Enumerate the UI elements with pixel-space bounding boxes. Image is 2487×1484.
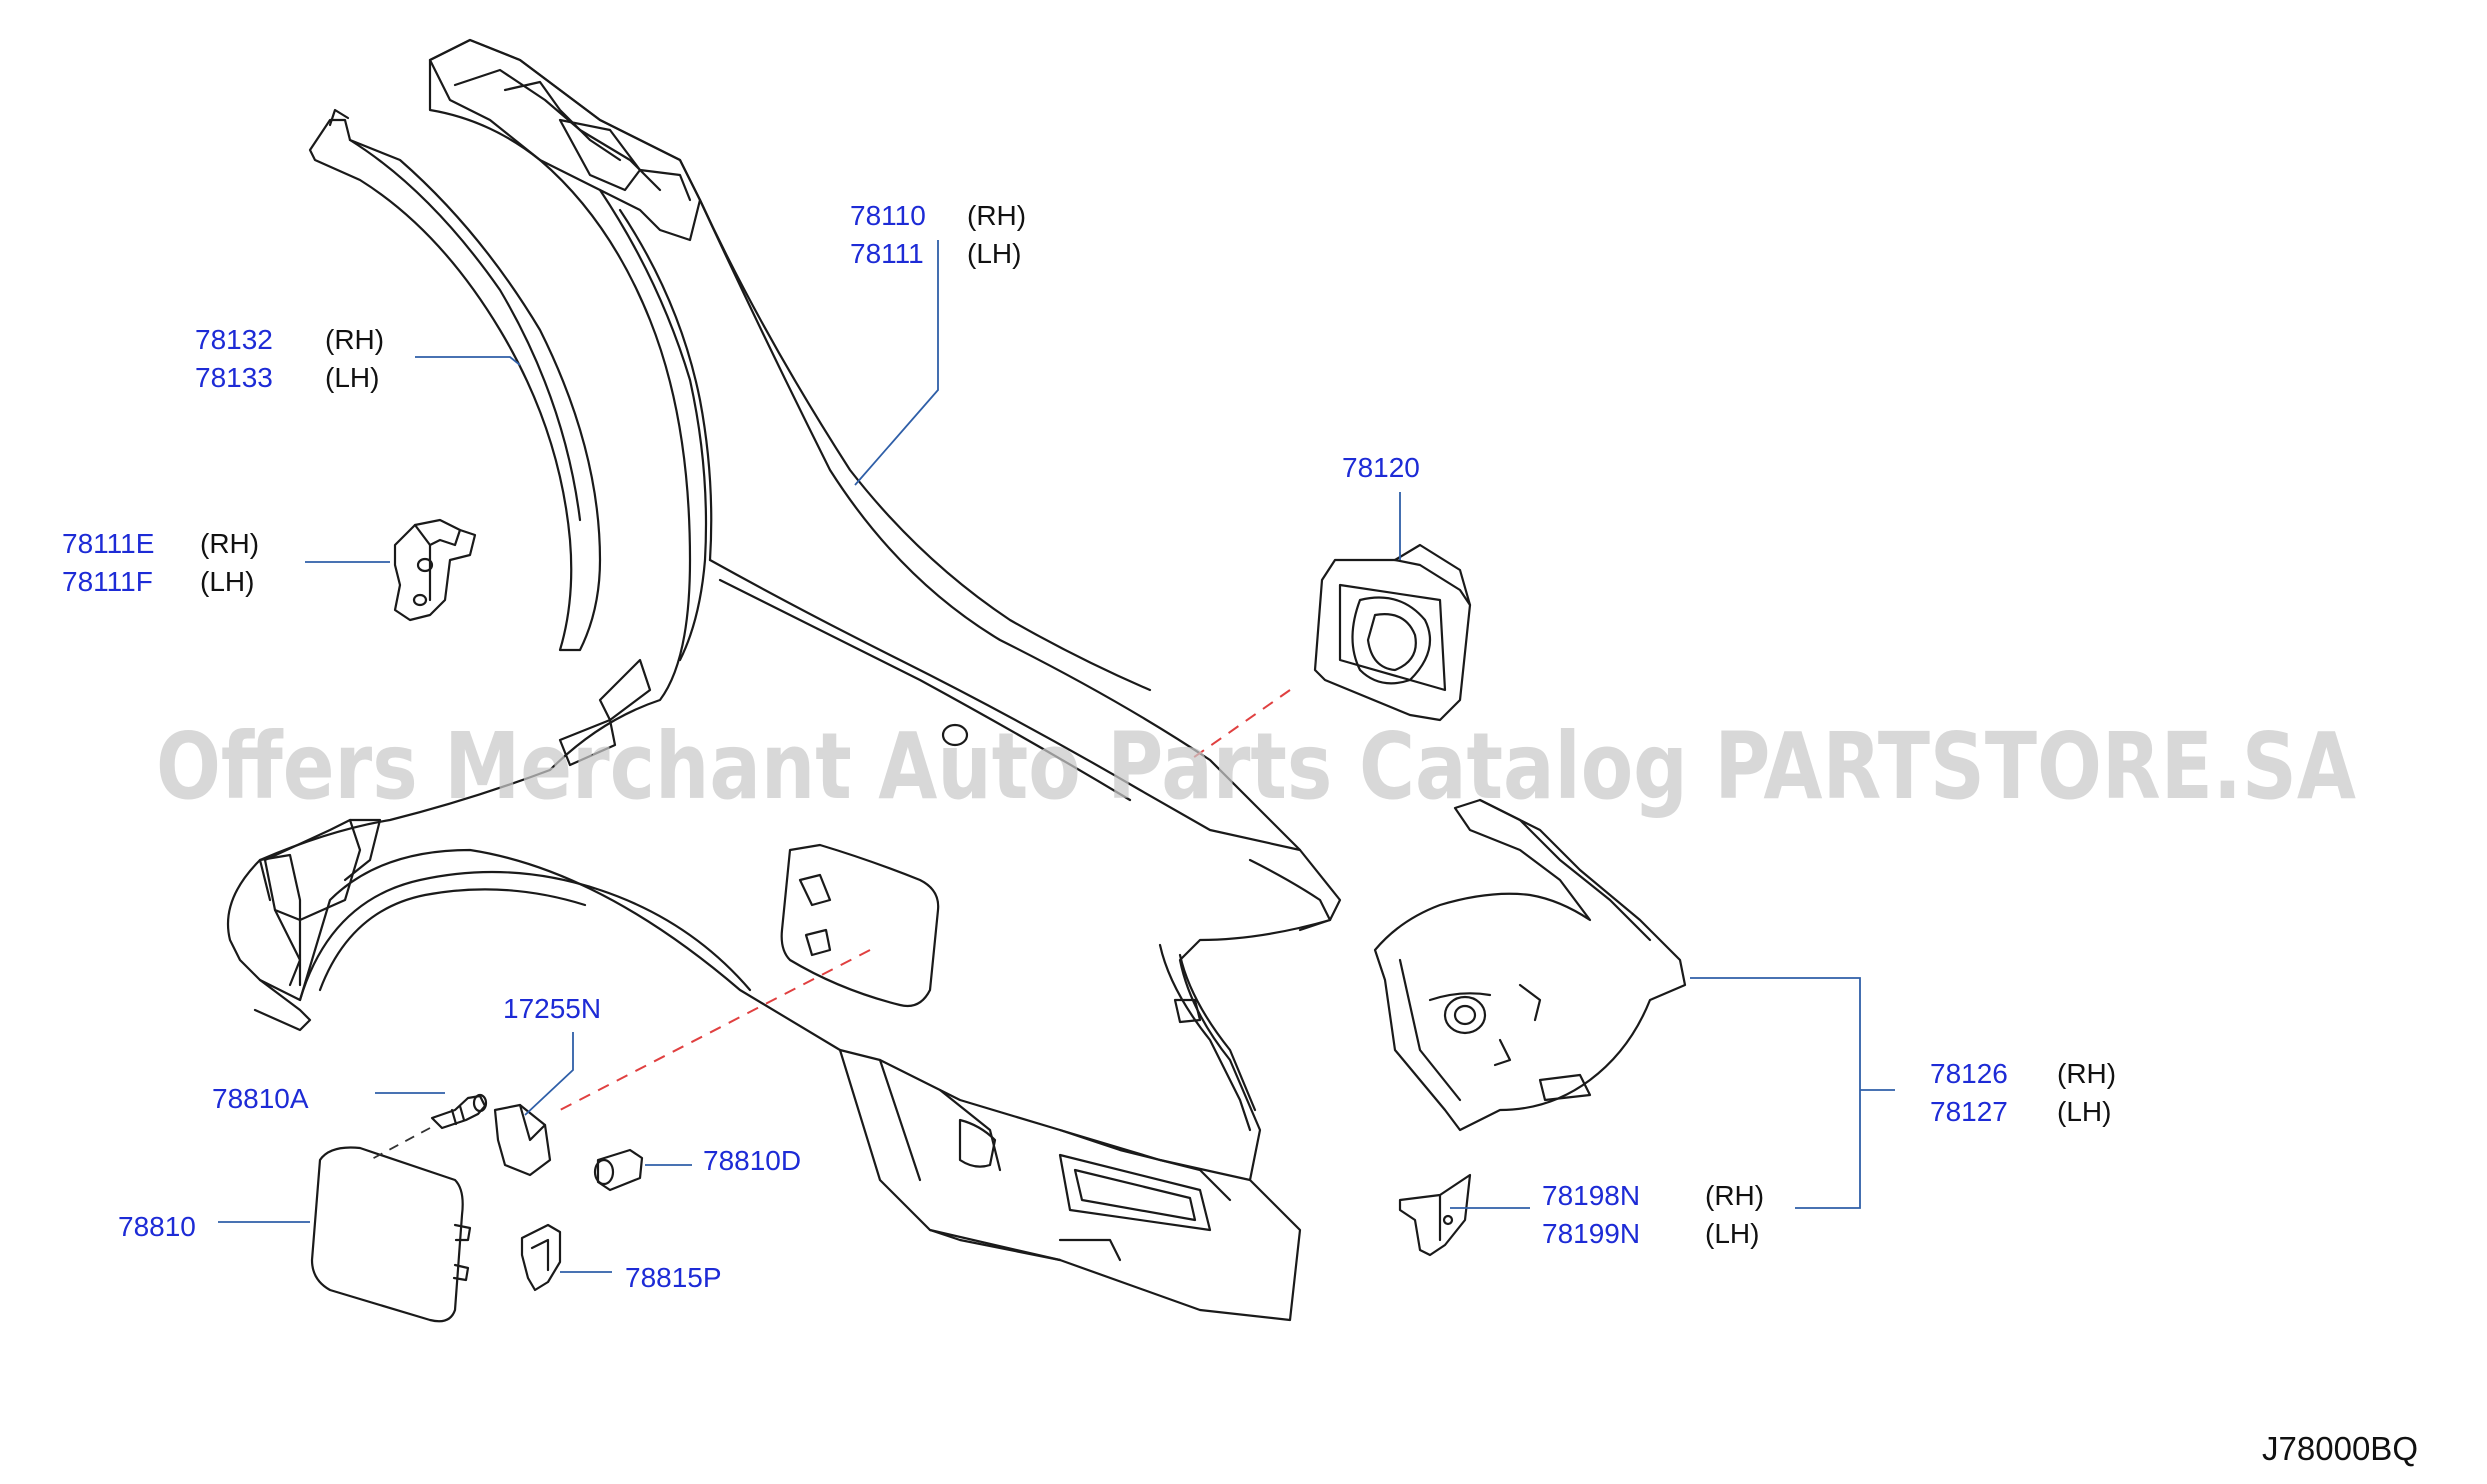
rear-extension-drawing	[1373, 798, 1687, 1132]
part-number-78810[interactable]: 78810	[118, 1211, 196, 1242]
part-number-78815P[interactable]: 78815P	[625, 1262, 722, 1293]
dashed-guides	[369, 689, 1291, 1161]
rubber-stop-drawing	[593, 1148, 644, 1192]
side-label-78111E: (RH)	[200, 528, 259, 559]
diagram-code: J78000BQ	[2262, 1430, 2418, 1467]
part-number-78110[interactable]: 78110	[850, 200, 926, 231]
side-label-78198N: (RH)	[1705, 1180, 1764, 1211]
part-number-78133[interactable]: 78133	[195, 362, 273, 393]
part-number-78111E[interactable]: 78111E	[62, 528, 154, 559]
clip-drawing	[520, 1223, 562, 1292]
side-label-78127: (LH)	[2057, 1096, 2111, 1127]
side-label-78132: (RH)	[325, 324, 384, 355]
part-number-78127[interactable]: 78127	[1930, 1096, 2008, 1127]
side-label-78133: (LH)	[325, 362, 379, 393]
bracket-drawing	[393, 518, 477, 622]
side-label-78199N: (LH)	[1705, 1218, 1759, 1249]
gusset-drawing	[1398, 1173, 1472, 1257]
side-label-78111F: (LH)	[200, 566, 254, 597]
leader-lines	[218, 240, 1895, 1273]
flap-drawing	[493, 1103, 552, 1177]
side-label-78126: (RH)	[2057, 1058, 2116, 1089]
watermark-text: Offers Merchant Auto Parts Catalog PARTS…	[156, 713, 2356, 820]
part-number-78810A[interactable]: 78810A	[212, 1083, 309, 1114]
side-label-78111: (LH)	[967, 238, 1021, 269]
filler-base-drawing	[1313, 543, 1472, 722]
fuel-lid-drawing	[310, 1146, 472, 1323]
bumper-pin-drawing	[430, 1093, 488, 1130]
wheelhouse-arch-strip	[308, 108, 602, 652]
part-number-78111[interactable]: 78111	[850, 238, 924, 269]
part-number-78126[interactable]: 78126	[1930, 1058, 2008, 1089]
part-number-78810D[interactable]: 78810D	[703, 1145, 801, 1176]
quarter-panel-drawing	[226, 38, 1342, 1322]
part-number-78111F[interactable]: 78111F	[62, 566, 153, 597]
part-number-78198N[interactable]: 78198N	[1542, 1180, 1640, 1211]
part-number-17255N[interactable]: 17255N	[503, 993, 601, 1024]
callout-labels: 78110 (RH) 78111 (LH) 78132 (RH) 78133 (…	[62, 200, 2116, 1293]
part-number-78120[interactable]: 78120	[1342, 452, 1420, 483]
part-number-78199N[interactable]: 78199N	[1542, 1218, 1640, 1249]
part-number-78132[interactable]: 78132	[195, 324, 273, 355]
side-label-78110: (RH)	[967, 200, 1026, 231]
